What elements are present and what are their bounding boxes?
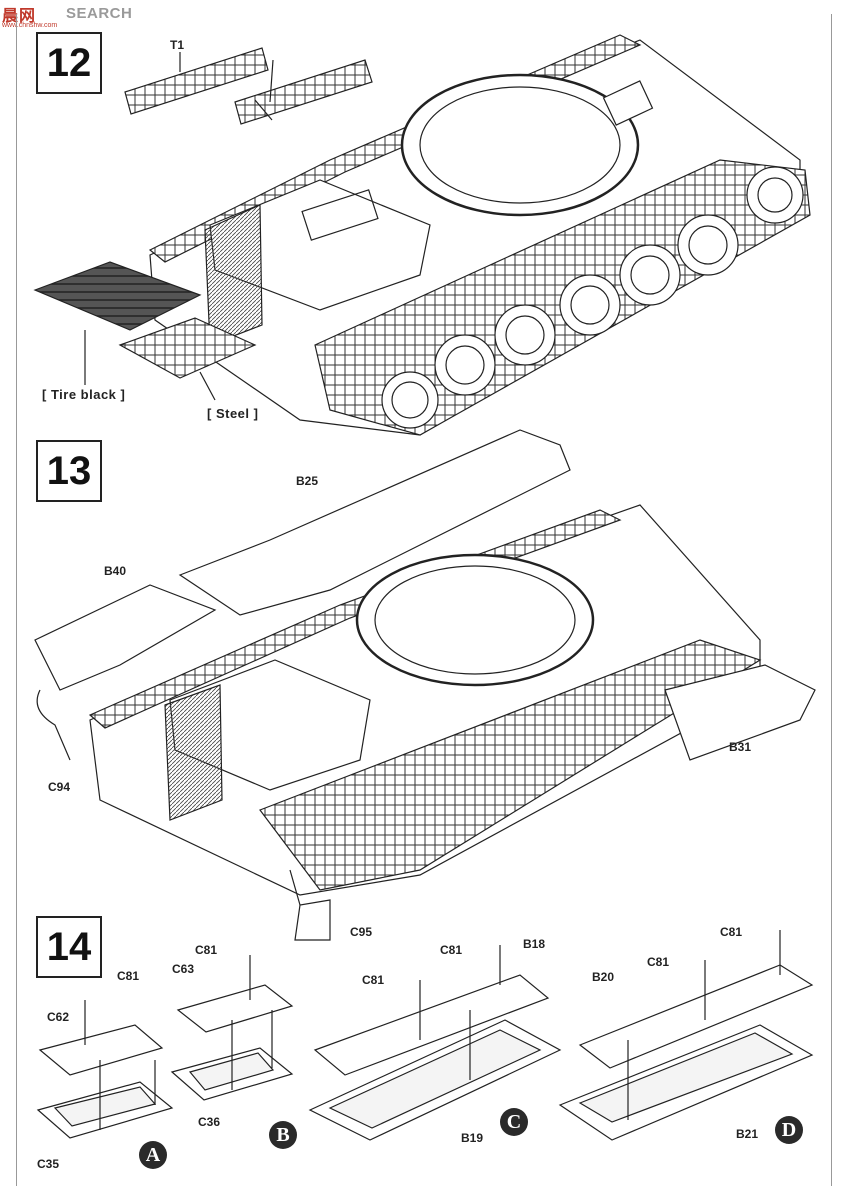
subassembly-badge-a: A [139,1141,167,1169]
part-label-c81-d2: C81 [647,955,670,969]
part-label-b18: B18 [523,937,546,951]
watermark: 晨网 SEARCH www.chnshw.com [0,0,170,30]
part-label-c35: C35 [37,1157,60,1171]
step14-drawing [36,930,814,1141]
step13-drawing [34,429,816,941]
part-label-c81-c2: C81 [362,973,385,987]
part-label-b31: B31 [729,740,752,754]
watermark-logo-zh: 晨网 [2,6,37,25]
subassembly-badge-c: C [500,1108,528,1136]
part-label-c81-c1: C81 [440,943,463,957]
note-tire-black: [ Tire black ] [42,387,126,402]
part-label-b21: B21 [736,1127,759,1141]
step-14-number: 14 [36,916,102,978]
part-label-c62: C62 [47,1010,70,1024]
part-label-c95: C95 [350,925,373,939]
part-label-c94: C94 [48,780,71,794]
part-label-c36: C36 [198,1115,221,1129]
part-label-c81-a: C81 [117,969,140,983]
step12-drawing [33,34,811,436]
note-steel: [ Steel ] [207,406,259,421]
part-label-c81-b: C81 [195,943,218,957]
watermark-brand: SEARCH [66,5,133,22]
watermark-url: www.chnshw.com [2,22,58,29]
part-label-b40: B40 [104,564,127,578]
subassembly-badge-d: D [775,1116,803,1144]
part-label-b20: B20 [592,970,615,984]
page-frame [16,14,832,1186]
subassembly-badge-b: B [269,1121,297,1149]
part-label-b19: B19 [461,1131,484,1145]
step-13-number: 13 [36,440,102,502]
step-12-number: 12 [36,32,102,94]
part-label-b25: B25 [296,474,319,488]
part-label-t1: T1 [170,38,185,52]
part-label-c63: C63 [172,962,195,976]
part-label-c81-d1: C81 [720,925,743,939]
